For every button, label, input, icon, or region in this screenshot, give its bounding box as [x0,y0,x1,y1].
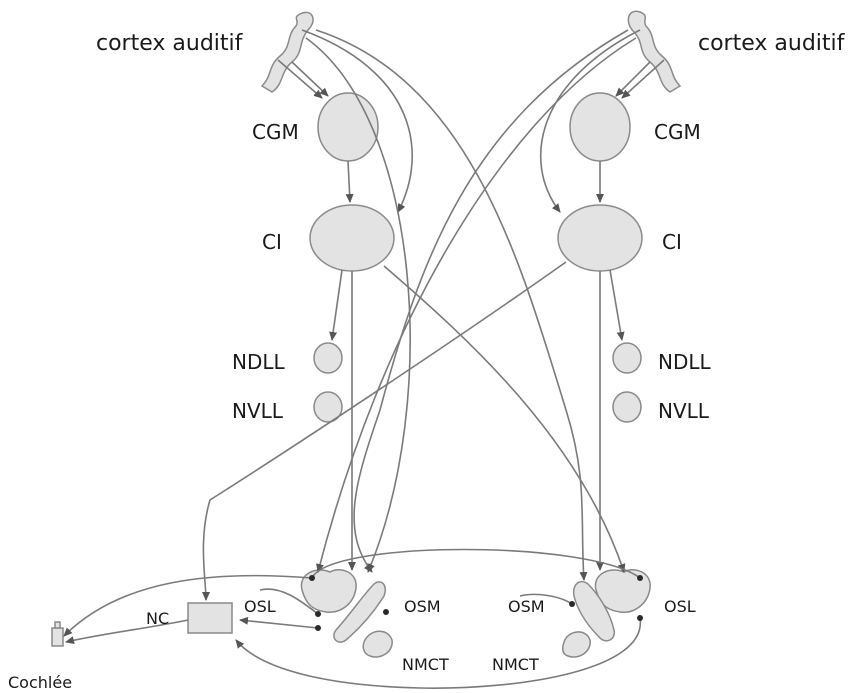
ndll-right-node [612,342,642,374]
cgm-right-node [569,92,631,162]
nvll-left-label: NVLL [232,399,284,423]
nmct-right-label: NMCT [492,655,539,674]
ndll-right-label: NDLL [658,350,712,374]
osm-left-node [333,581,386,643]
nc-label: NC [146,609,169,628]
osm-right-node [572,580,615,642]
ndll-left-node [313,342,343,374]
osl-left-label: OSL [244,597,276,616]
nvll-right-node [612,391,642,423]
ci-left-label: CI [262,230,282,254]
ci-right-node [557,204,643,272]
osl-right-node [594,568,651,613]
osl-right-label: OSL [664,597,696,616]
cochlea-label: Cochlée [8,673,72,692]
cortex-left-label: cortex auditif [96,31,244,56]
ndll-left-label: NDLL [232,350,286,374]
cortex-left-shape [260,11,314,93]
nvll-right-label: NVLL [658,399,710,423]
nc-node [187,602,233,634]
cgm-left-node [317,92,379,162]
cochlea-node [51,627,64,647]
osl-left-node [300,568,357,613]
cortex-right-shape [627,10,682,93]
nmct-left-node [362,630,393,658]
ci-right-label: CI [662,230,682,254]
nvll-left-node [313,391,343,423]
cgm-right-label: CGM [654,120,701,144]
cortex-right-label: cortex auditif [698,31,846,56]
cgm-left-label: CGM [252,120,299,144]
osm-right-label: OSM [508,597,545,616]
nmct-right-node [562,631,591,658]
synapse-dots [309,575,643,631]
pathways [63,29,665,689]
nmct-left-label: NMCT [402,655,449,674]
ci-left-node [309,204,395,272]
osm-left-label: OSM [404,597,441,616]
cochlea-cap [54,621,61,629]
